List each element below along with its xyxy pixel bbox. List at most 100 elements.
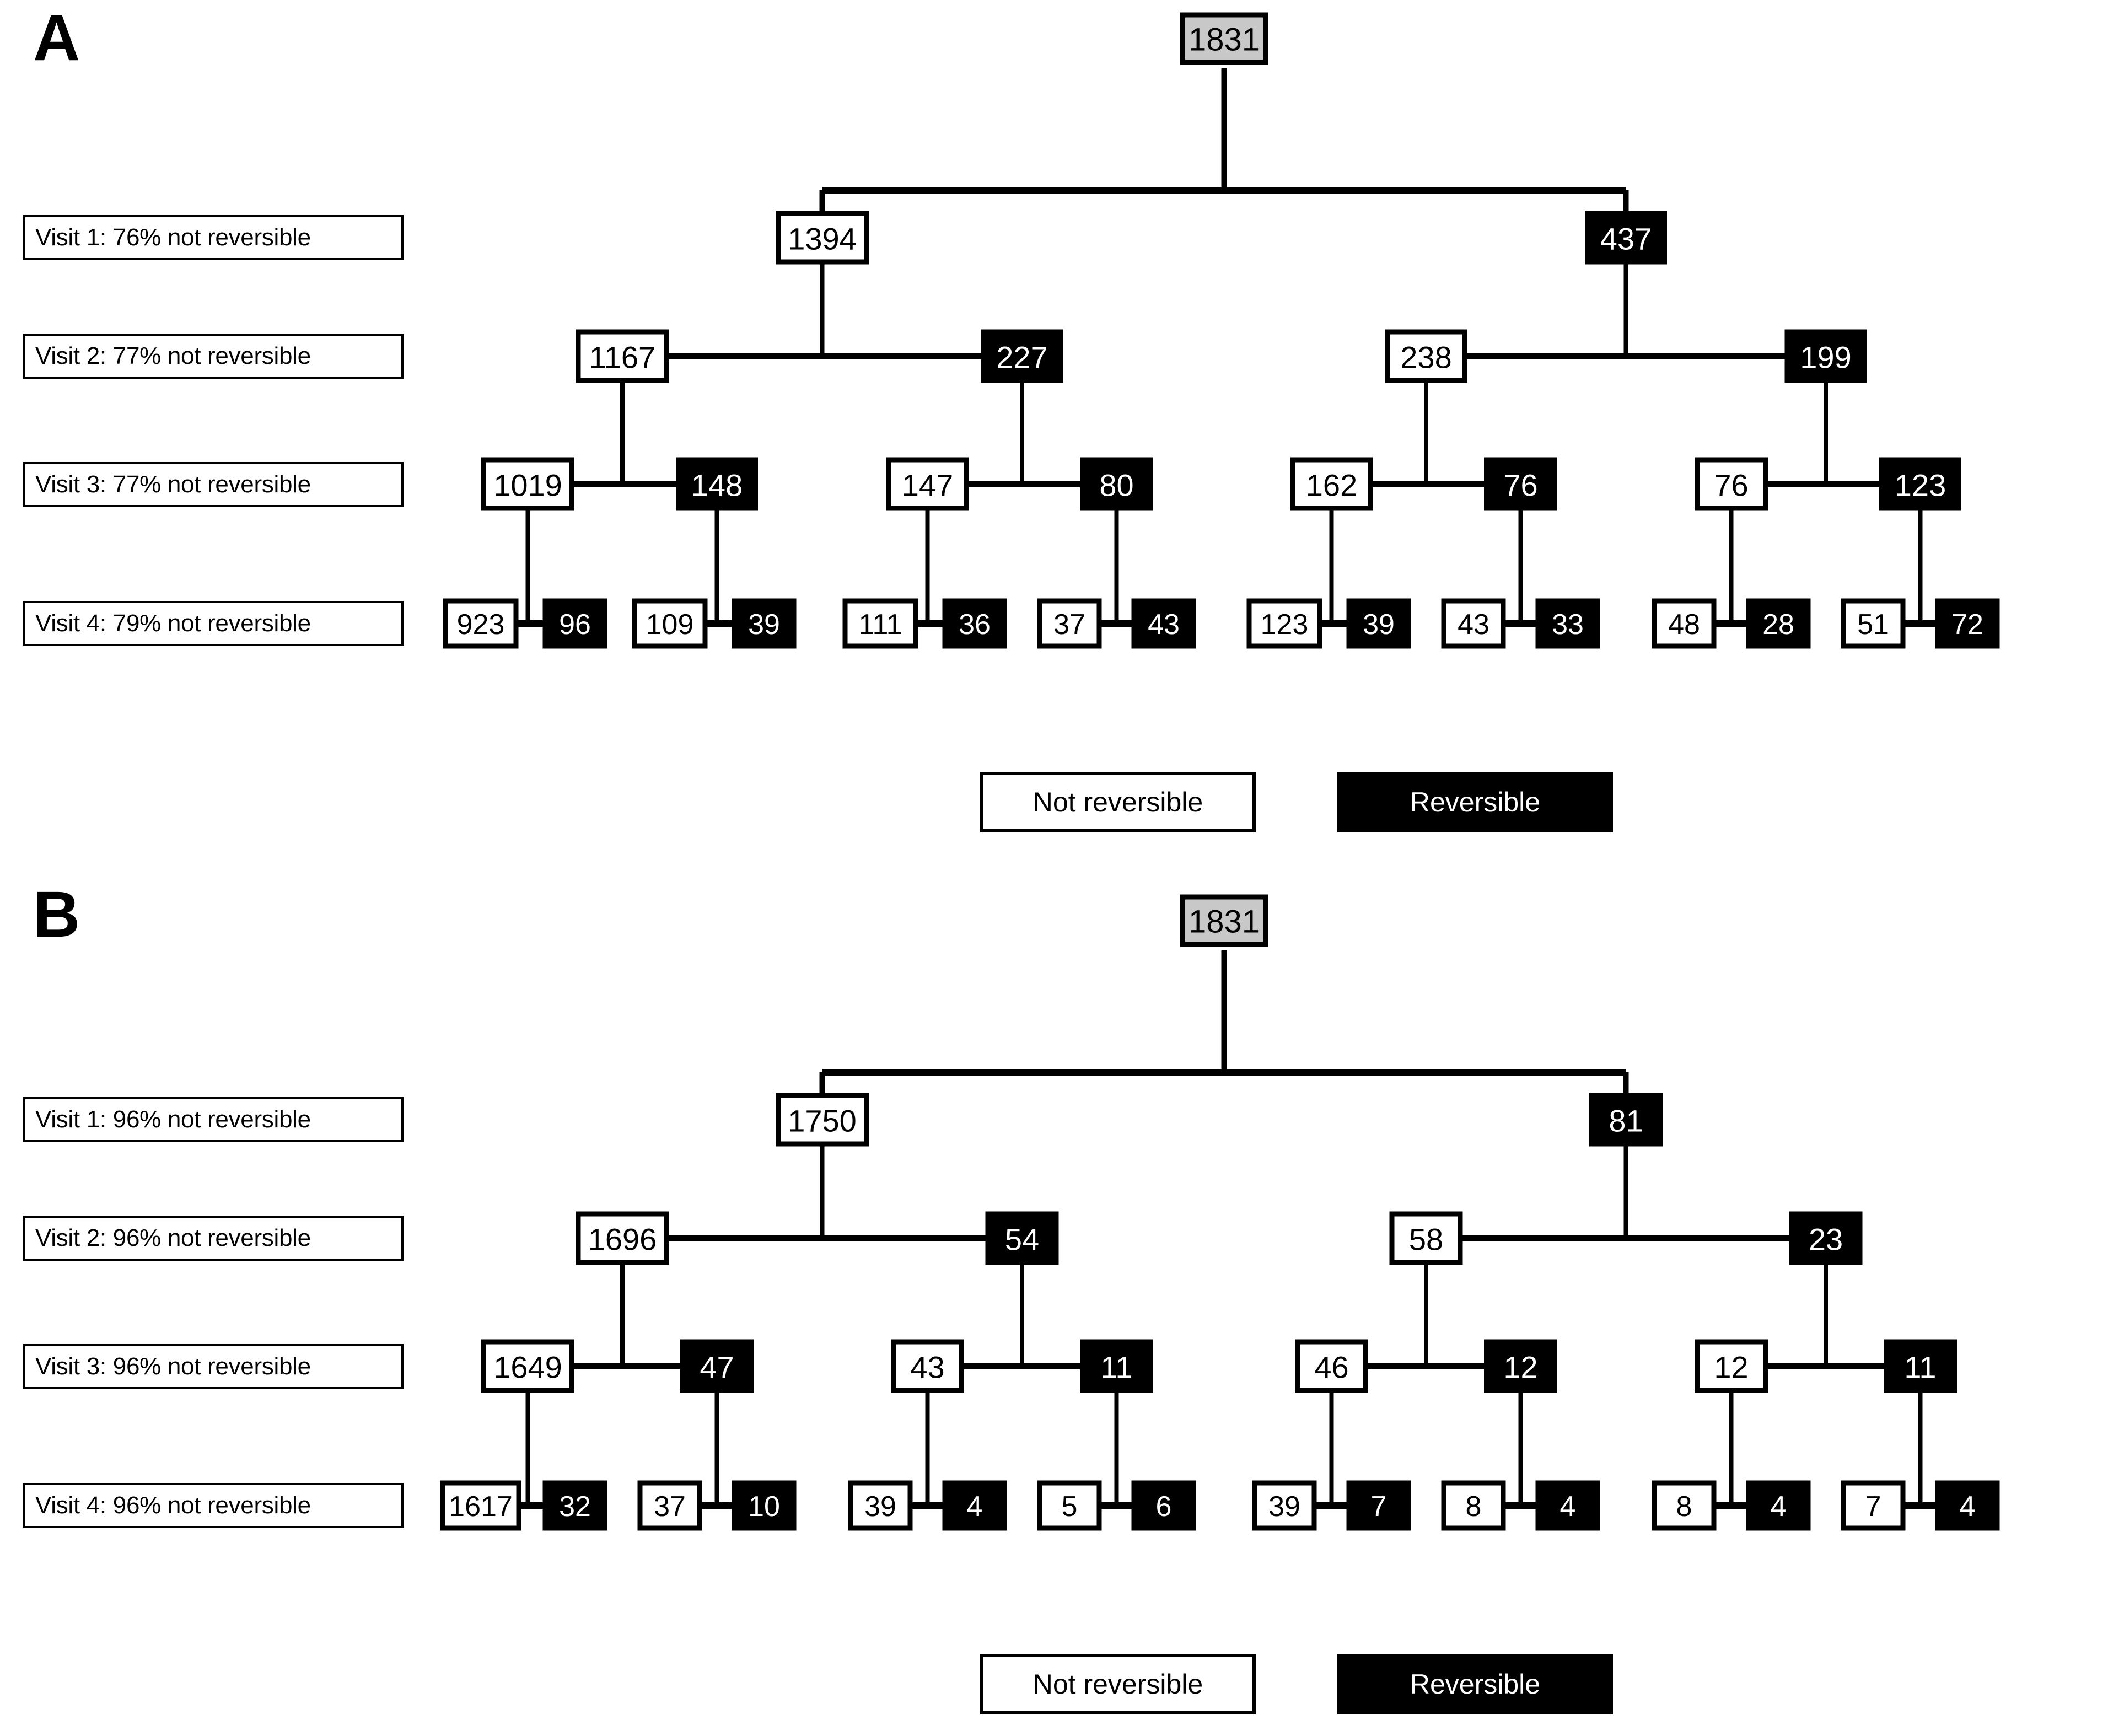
panel-b-visit-labels: Visit 1: 96% not reversible Visit 2: 96%… xyxy=(0,882,430,1736)
visit-3-label-a: Visit 3: 77% not reversible xyxy=(23,462,404,507)
node-box-visit4-7 xyxy=(1037,598,1102,649)
node-value-visit2-2: 227 xyxy=(996,340,1047,375)
legend-reversible-b: Reversible xyxy=(1337,1654,1613,1714)
node-box-visit4-3 xyxy=(632,598,708,649)
node-value-visit3-7: 76 xyxy=(1714,468,1748,503)
node-box-visit3-6 xyxy=(1484,457,1557,511)
node-value-visit4-12: 33 xyxy=(1552,609,1584,641)
node-value-visit4-1: 1617 xyxy=(449,1491,513,1523)
node-box-visit4-16 xyxy=(1935,1480,2000,1531)
legend-not-reversible-b: Not reversible xyxy=(980,1654,1256,1714)
node-value-visit2-4: 199 xyxy=(1800,340,1851,375)
node-box-visit3-7 xyxy=(1695,1339,1768,1393)
node-box-visit4-7 xyxy=(1037,1480,1102,1531)
visit-2-label-b: Visit 2: 96% not reversible xyxy=(23,1216,404,1261)
node-value-visit4-16: 72 xyxy=(1951,609,1983,641)
node-value-visit4-2: 32 xyxy=(559,1491,591,1523)
node-box-visit2-4 xyxy=(1789,1211,1863,1265)
node-box-visit2-4 xyxy=(1784,329,1867,383)
node-value-visit4-14: 28 xyxy=(1762,609,1794,641)
panel-b-legend: Not reversible Reversible xyxy=(980,1654,1613,1714)
node-box-visit4-9 xyxy=(1252,1480,1317,1531)
node-value-visit4-16: 4 xyxy=(1960,1491,1976,1523)
node-box-visit1-1 xyxy=(776,211,869,265)
node-value-visit3-6: 76 xyxy=(1503,468,1537,503)
node-value-visit4-13: 8 xyxy=(1676,1491,1692,1523)
node-box-visit4-8 xyxy=(1131,1480,1196,1531)
node-value-visit4-10: 39 xyxy=(1363,609,1395,641)
node-box-visit4-14 xyxy=(1746,598,1811,649)
node-value-visit3-1: 1649 xyxy=(493,1350,562,1385)
node-value-visit2-1: 1696 xyxy=(588,1222,657,1257)
node-box-visit3-3 xyxy=(891,1339,964,1393)
node-value-visit3-8: 123 xyxy=(1895,468,1946,503)
node-value-visit2-3: 238 xyxy=(1400,340,1451,375)
node-box-visit2-1 xyxy=(576,1211,669,1265)
node-value-visit3-5: 46 xyxy=(1314,1350,1348,1385)
root-node-box xyxy=(1180,894,1268,947)
node-value-visit4-4: 39 xyxy=(748,609,780,641)
node-box-visit3-5 xyxy=(1290,457,1373,511)
node-box-visit3-4 xyxy=(1080,457,1153,511)
node-value-visit3-6: 12 xyxy=(1503,1350,1537,1385)
node-value-visit4-11: 8 xyxy=(1466,1491,1482,1523)
node-box-visit3-1 xyxy=(481,457,574,511)
node-box-visit4-13 xyxy=(1652,1480,1717,1531)
node-value-visit3-2: 47 xyxy=(700,1350,734,1385)
node-value-visit4-3: 109 xyxy=(646,609,694,641)
node-box-visit4-4 xyxy=(732,598,797,649)
panel-a-legend: Not reversible Reversible xyxy=(980,772,1613,832)
node-value-visit4-7: 37 xyxy=(1053,609,1085,641)
node-box-visit4-1 xyxy=(443,598,519,649)
visit-4-label-a: Visit 4: 79% not reversible xyxy=(23,601,404,646)
node-box-visit4-11 xyxy=(1441,1480,1506,1531)
visit-4-label-b: Visit 4: 96% not reversible xyxy=(23,1483,404,1528)
node-value-visit2-4: 23 xyxy=(1809,1222,1843,1257)
panel-a: A Visit 1: 76% not reversible Visit 2: 7… xyxy=(23,6,2000,832)
node-value-visit1-1: 1394 xyxy=(788,222,857,256)
node-value-visit4-4: 10 xyxy=(748,1491,780,1523)
node-box-visit4-11 xyxy=(1441,598,1506,649)
node-value-visit4-1: 923 xyxy=(457,609,505,641)
node-value-visit4-13: 48 xyxy=(1668,609,1700,641)
node-box-visit4-2 xyxy=(542,1480,607,1531)
panel-b: B Visit 1: 96% not reversible Visit 2: 9… xyxy=(0,882,2108,1736)
node-box-visit4-14 xyxy=(1746,1480,1811,1531)
node-box-visit4-12 xyxy=(1535,1480,1600,1531)
node-box-visit1-2 xyxy=(1589,1093,1663,1147)
node-box-visit2-2 xyxy=(985,1211,1059,1265)
connector-lines xyxy=(481,68,1967,627)
node-box-visit3-2 xyxy=(676,457,758,511)
node-value-visit3-8: 11 xyxy=(1904,1350,1936,1385)
legend-reversible-a: Reversible xyxy=(1337,772,1613,832)
node-value-visit4-12: 4 xyxy=(1560,1491,1576,1523)
node-value-visit4-5: 39 xyxy=(864,1491,896,1523)
node-value-visit1-2: 81 xyxy=(1609,1104,1643,1138)
node-box-visit3-8 xyxy=(1879,457,1961,511)
node-value-visit4-3: 37 xyxy=(654,1491,686,1523)
node-box-visit4-6 xyxy=(942,598,1007,649)
node-box-visit3-2 xyxy=(680,1339,754,1393)
node-box-visit4-10 xyxy=(1346,1480,1411,1531)
panel-b-letter: B xyxy=(33,878,80,951)
root-node-box xyxy=(1180,12,1268,65)
node-box-visit3-3 xyxy=(886,457,969,511)
node-value-visit1-2: 437 xyxy=(1600,222,1652,256)
node-value-visit4-2: 96 xyxy=(559,609,591,641)
node-value-visit4-9: 39 xyxy=(1268,1491,1300,1523)
node-value-visit4-9: 123 xyxy=(1261,609,1309,641)
node-box-visit4-10 xyxy=(1346,598,1411,649)
node-box-visit4-2 xyxy=(542,598,607,649)
node-box-visit4-1 xyxy=(440,1480,521,1531)
node-box-visit2-3 xyxy=(1385,329,1467,383)
node-box-visit4-12 xyxy=(1535,598,1600,649)
node-value-visit3-5: 162 xyxy=(1306,468,1357,503)
visit-3-label-b: Visit 3: 96% not reversible xyxy=(23,1344,404,1389)
node-box-visit3-6 xyxy=(1484,1339,1557,1393)
node-value-visit3-4: 80 xyxy=(1099,468,1133,503)
connector-lines xyxy=(481,950,1967,1509)
node-box-visit3-1 xyxy=(481,1339,574,1393)
